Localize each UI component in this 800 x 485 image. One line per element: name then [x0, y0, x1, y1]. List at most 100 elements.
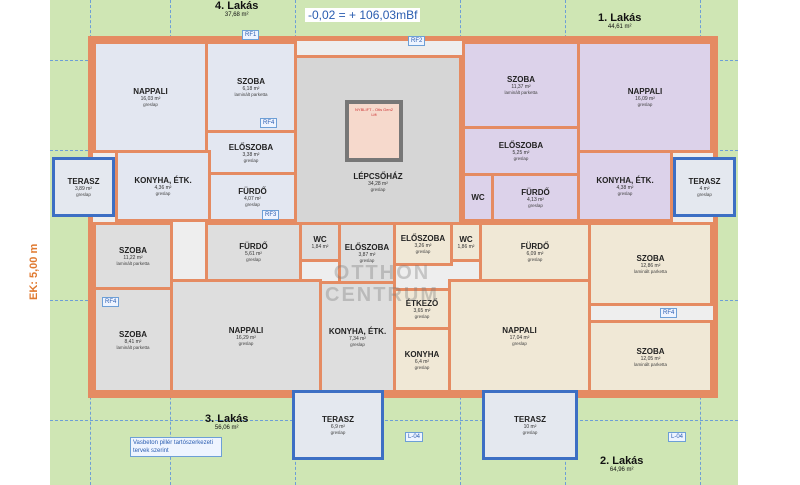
- tag-label: RF4: [660, 308, 678, 318]
- tag-label: RF3: [262, 210, 280, 220]
- room-floor: laminált parketta: [633, 361, 668, 367]
- room-floor: greslap: [350, 342, 365, 347]
- room-area: 1,84 m²: [311, 243, 329, 250]
- room-name: ELŐSZOBA: [344, 243, 390, 252]
- room-name: KONYHA, ÉTK.: [134, 176, 192, 185]
- room-area: 7,34 m²: [349, 336, 366, 342]
- room-area: 12,05 m²: [640, 355, 661, 362]
- room-area: 4,38 m²: [616, 185, 634, 191]
- room-floor: greslap: [527, 257, 543, 262]
- room-name: TERASZ: [514, 415, 546, 424]
- room-area: 5,61 m²: [245, 251, 262, 257]
- room-area: 1,86 m²: [457, 243, 475, 250]
- room-name: SZOBA: [237, 77, 265, 86]
- room-floor: greslap: [414, 314, 430, 319]
- apartment-name: 3. Lakás: [205, 413, 249, 425]
- room-area: 4,36 m²: [154, 185, 172, 191]
- room-floor: greslap: [76, 192, 91, 197]
- room-area: 5,25 m²: [512, 150, 530, 156]
- tag-label: L-04: [668, 432, 687, 442]
- room-floor: greslap: [697, 192, 712, 197]
- room-floor: greslap: [246, 257, 261, 262]
- apartment-area: 44,61 m²: [607, 24, 632, 30]
- room-floor: greslap: [143, 102, 158, 107]
- apartment-name: 2. Lakás: [600, 455, 644, 467]
- room-name: NAPPALI: [627, 87, 663, 96]
- room-floor: greslap: [245, 202, 260, 207]
- room-floor: greslap: [414, 365, 430, 370]
- tag-label: RF4: [102, 297, 120, 307]
- room-area: 8,41 m²: [124, 339, 142, 345]
- level-height-label: EK: 5,00 m: [28, 243, 40, 300]
- room-area: 6,4 m²: [414, 359, 430, 365]
- apartment-area: 64,96 m²: [609, 467, 634, 473]
- room-name: KONYHA: [404, 350, 440, 359]
- room-name: TERASZ: [322, 415, 354, 424]
- room-area: 11,37 m²: [511, 84, 531, 90]
- room-area: 6,18 m²: [242, 86, 260, 92]
- room-floor: greslap: [359, 258, 375, 263]
- room-name: FÜRDŐ: [239, 242, 268, 251]
- room-floor: greslap: [238, 341, 254, 346]
- room-name: TERASZ: [688, 177, 721, 186]
- room-floor: laminált parketta: [234, 92, 268, 97]
- room-floor: laminált parketta: [504, 90, 538, 95]
- room-name: ELŐSZOBA: [400, 234, 446, 243]
- room-area: 4 m²: [699, 186, 710, 192]
- room-name: SZOBA: [507, 75, 535, 84]
- room-name: KONYHA, ÉTK.: [328, 327, 387, 336]
- elevator-shaft: NYBLIFT - Otis Gen2 Lift: [345, 100, 403, 162]
- room-name: ELŐSZOBA: [498, 141, 544, 150]
- watermark-line: OTTHON: [333, 262, 431, 284]
- watermark-line: CENTRUM: [325, 284, 439, 306]
- room-floor: greslap: [528, 202, 543, 208]
- room-name: ELŐSZOBA: [228, 142, 274, 152]
- apartment-name: 1. Lakás: [598, 12, 642, 24]
- room-area: 3,65 m²: [413, 308, 431, 314]
- room-name: SZOBA: [636, 346, 665, 356]
- room-area: 16,03 m²: [140, 96, 161, 102]
- room-area: 4,07 m²: [244, 196, 261, 202]
- room-name: FÜRDŐ: [238, 187, 267, 196]
- room-1-wc: WC: [462, 173, 494, 222]
- room-floor: laminált parketta: [116, 345, 150, 350]
- elevator-label: NYBLIFT - Otis Gen2 Lift: [355, 107, 393, 117]
- room-name: SZOBA: [636, 254, 665, 263]
- tag-label: RF2: [408, 36, 426, 46]
- room-area: 17,04 m²: [509, 335, 530, 341]
- room-area: 16,29 m²: [236, 335, 256, 341]
- room-name: WC: [471, 193, 485, 202]
- room-name: NAPPALI: [133, 87, 168, 96]
- room-floor: greslap: [415, 249, 431, 254]
- room-floor: greslap: [617, 191, 633, 196]
- room-area: 10 m²: [523, 424, 537, 430]
- room-floor: greslap: [330, 430, 346, 435]
- room-name: FÜRDŐ: [521, 187, 550, 197]
- apartment-area: 56,06 m²: [214, 425, 239, 431]
- room-area: 6,09 m²: [526, 251, 544, 257]
- room-area: 34,28 m²: [368, 181, 388, 187]
- room-area: 4,13 m²: [527, 196, 544, 203]
- room-area: 3,38 m²: [242, 151, 260, 158]
- room-floor: greslap: [243, 157, 259, 163]
- tag-label: L-04: [405, 432, 424, 442]
